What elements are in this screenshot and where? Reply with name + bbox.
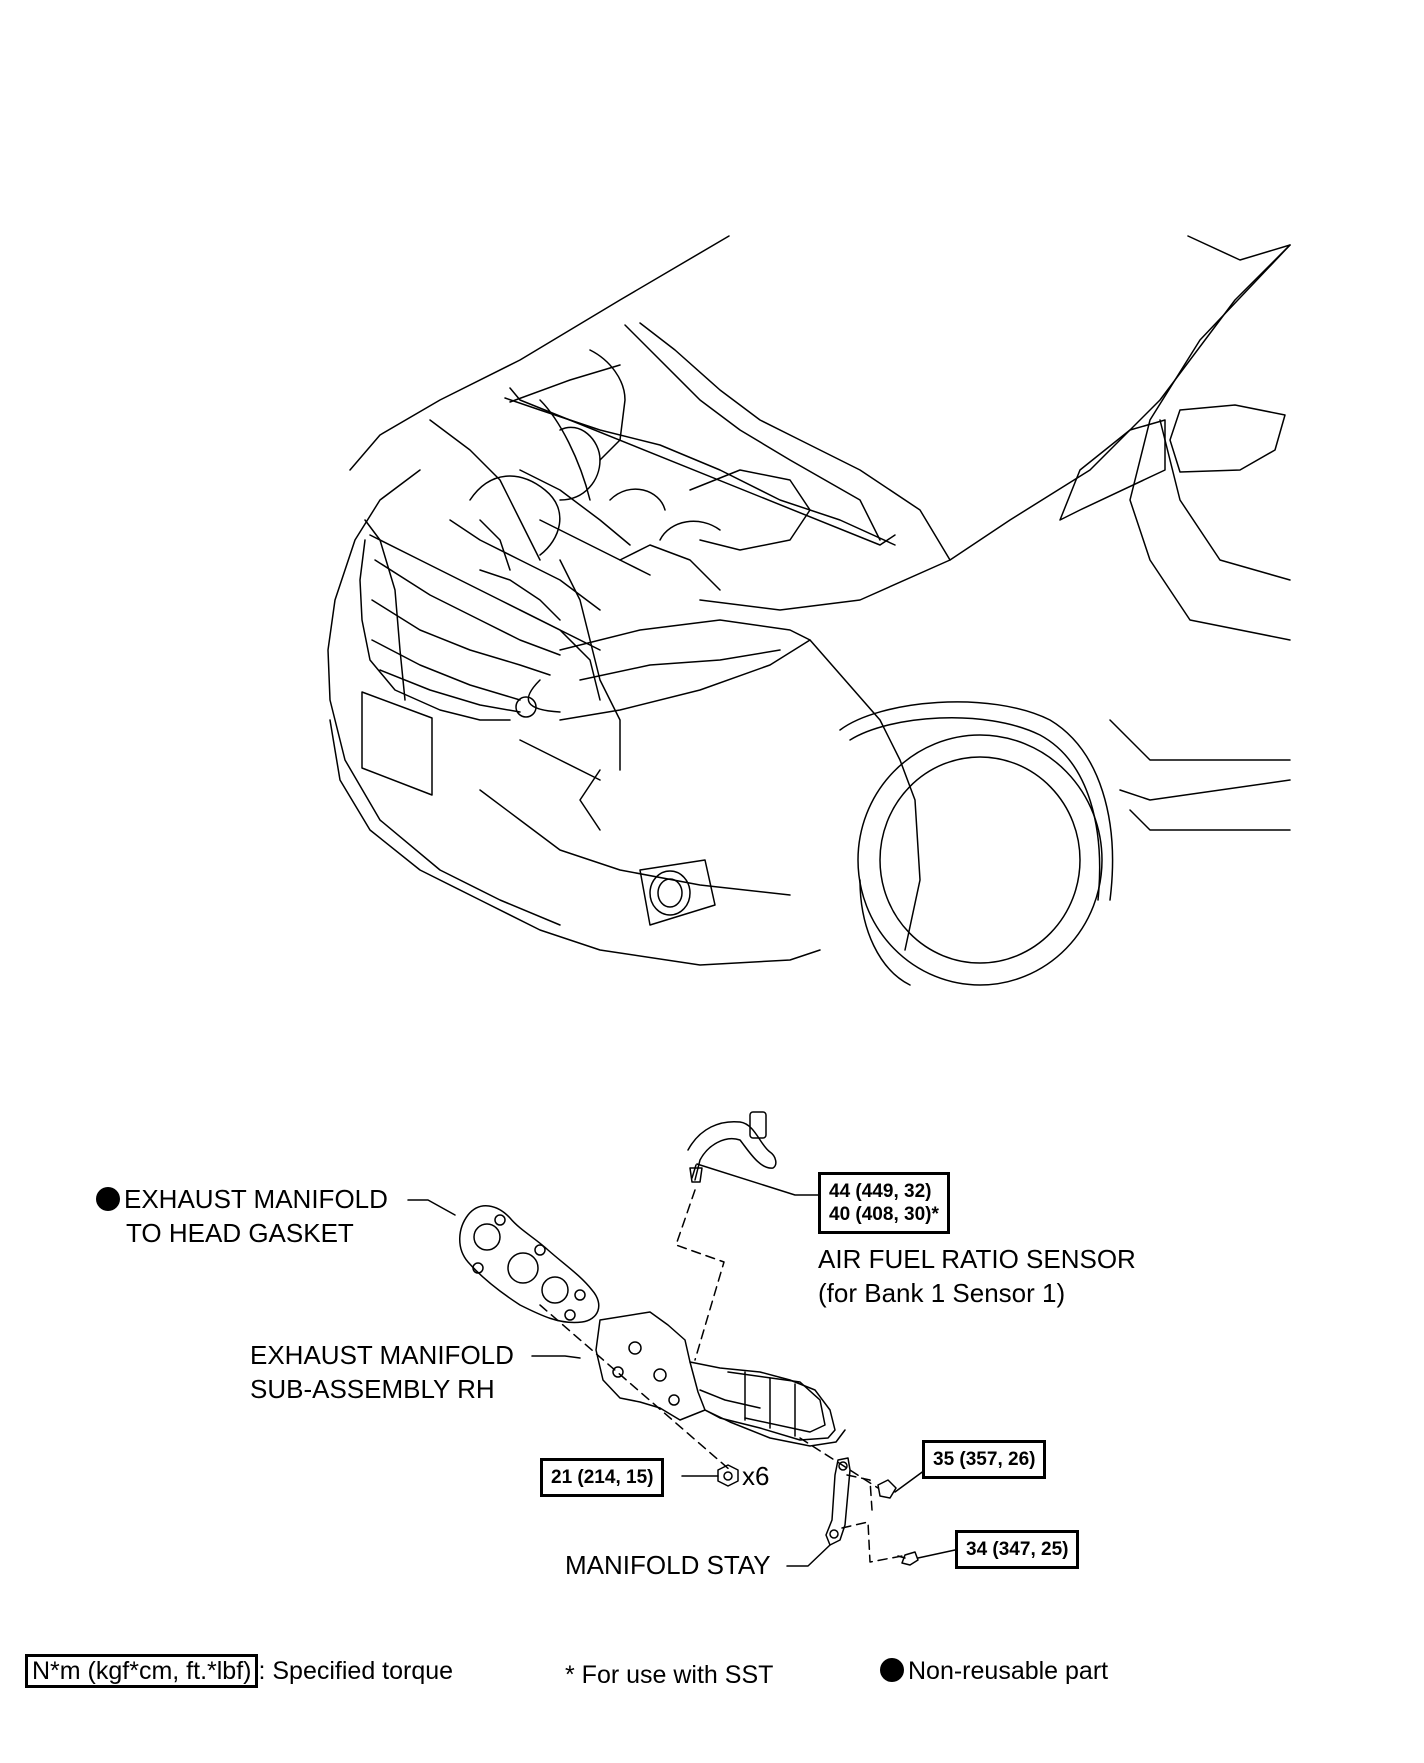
vehicle-illustration bbox=[327, 235, 1291, 986]
manifold-label: EXHAUST MANIFOLD SUB-ASSEMBLY RH bbox=[250, 1338, 514, 1406]
torque-box-sensor: 44 (449, 32) 40 (408, 30)* bbox=[818, 1172, 950, 1234]
quantity-label: x6 bbox=[742, 1461, 770, 1491]
legend-sst: * For use with SST bbox=[565, 1661, 774, 1689]
assembly-guide-lines bbox=[539, 1189, 903, 1563]
torque-box-nut: 21 (214, 15) bbox=[540, 1458, 665, 1497]
sensor-label-line1: AIR FUEL RATIO SENSOR bbox=[818, 1244, 1136, 1274]
torque-stay-upper-value: 35 (357, 26) bbox=[933, 1449, 1036, 1470]
exhaust-manifold-sub-assembly bbox=[595, 1311, 846, 1447]
leader-lines bbox=[407, 1163, 956, 1567]
legend-unit-desc: : Specified torque bbox=[258, 1657, 454, 1685]
torque-stay-lower-value: 34 (347, 25) bbox=[966, 1539, 1069, 1560]
non-reusable-legend-icon bbox=[880, 1658, 904, 1682]
legend-unit-box: N*m (kgf*cm, ft.*lbf) bbox=[25, 1654, 259, 1688]
torque-nut-value: 21 (214, 15) bbox=[551, 1467, 654, 1488]
sensor-label: AIR FUEL RATIO SENSOR (for Bank 1 Sensor… bbox=[818, 1242, 1136, 1310]
bolt-upper bbox=[877, 1479, 897, 1499]
torque-sensor-standard: 44 (449, 32) bbox=[829, 1181, 932, 1202]
legend-nonreusable: Non-reusable part bbox=[880, 1654, 1108, 1688]
legend-nonreusable-text: Non-reusable part bbox=[908, 1657, 1109, 1685]
bolt-lower bbox=[897, 1551, 919, 1566]
manifold-label-line2: SUB-ASSEMBLY RH bbox=[250, 1374, 495, 1404]
legend-torque: N*m (kgf*cm, ft.*lbf): Specified torque bbox=[25, 1654, 453, 1688]
nut bbox=[717, 1464, 739, 1487]
torque-box-stay-lower: 34 (347, 25) bbox=[955, 1530, 1080, 1569]
exhaust-manifold-gasket bbox=[459, 1205, 600, 1324]
air-fuel-ratio-sensor bbox=[687, 1111, 777, 1183]
gasket-label-line2: TO HEAD GASKET bbox=[126, 1218, 354, 1248]
manifold-label-line1: EXHAUST MANIFOLD bbox=[250, 1340, 514, 1370]
gasket-label: EXHAUST MANIFOLD TO HEAD GASKET bbox=[96, 1182, 388, 1250]
non-reusable-bullet-icon bbox=[96, 1187, 120, 1211]
manifold-stay bbox=[825, 1457, 851, 1546]
sensor-label-line2: (for Bank 1 Sensor 1) bbox=[818, 1278, 1066, 1308]
torque-box-stay-upper: 35 (357, 26) bbox=[922, 1440, 1047, 1479]
torque-sensor-sst: 40 (408, 30)* bbox=[829, 1204, 939, 1225]
stay-label: MANIFOLD STAY bbox=[565, 1550, 771, 1580]
